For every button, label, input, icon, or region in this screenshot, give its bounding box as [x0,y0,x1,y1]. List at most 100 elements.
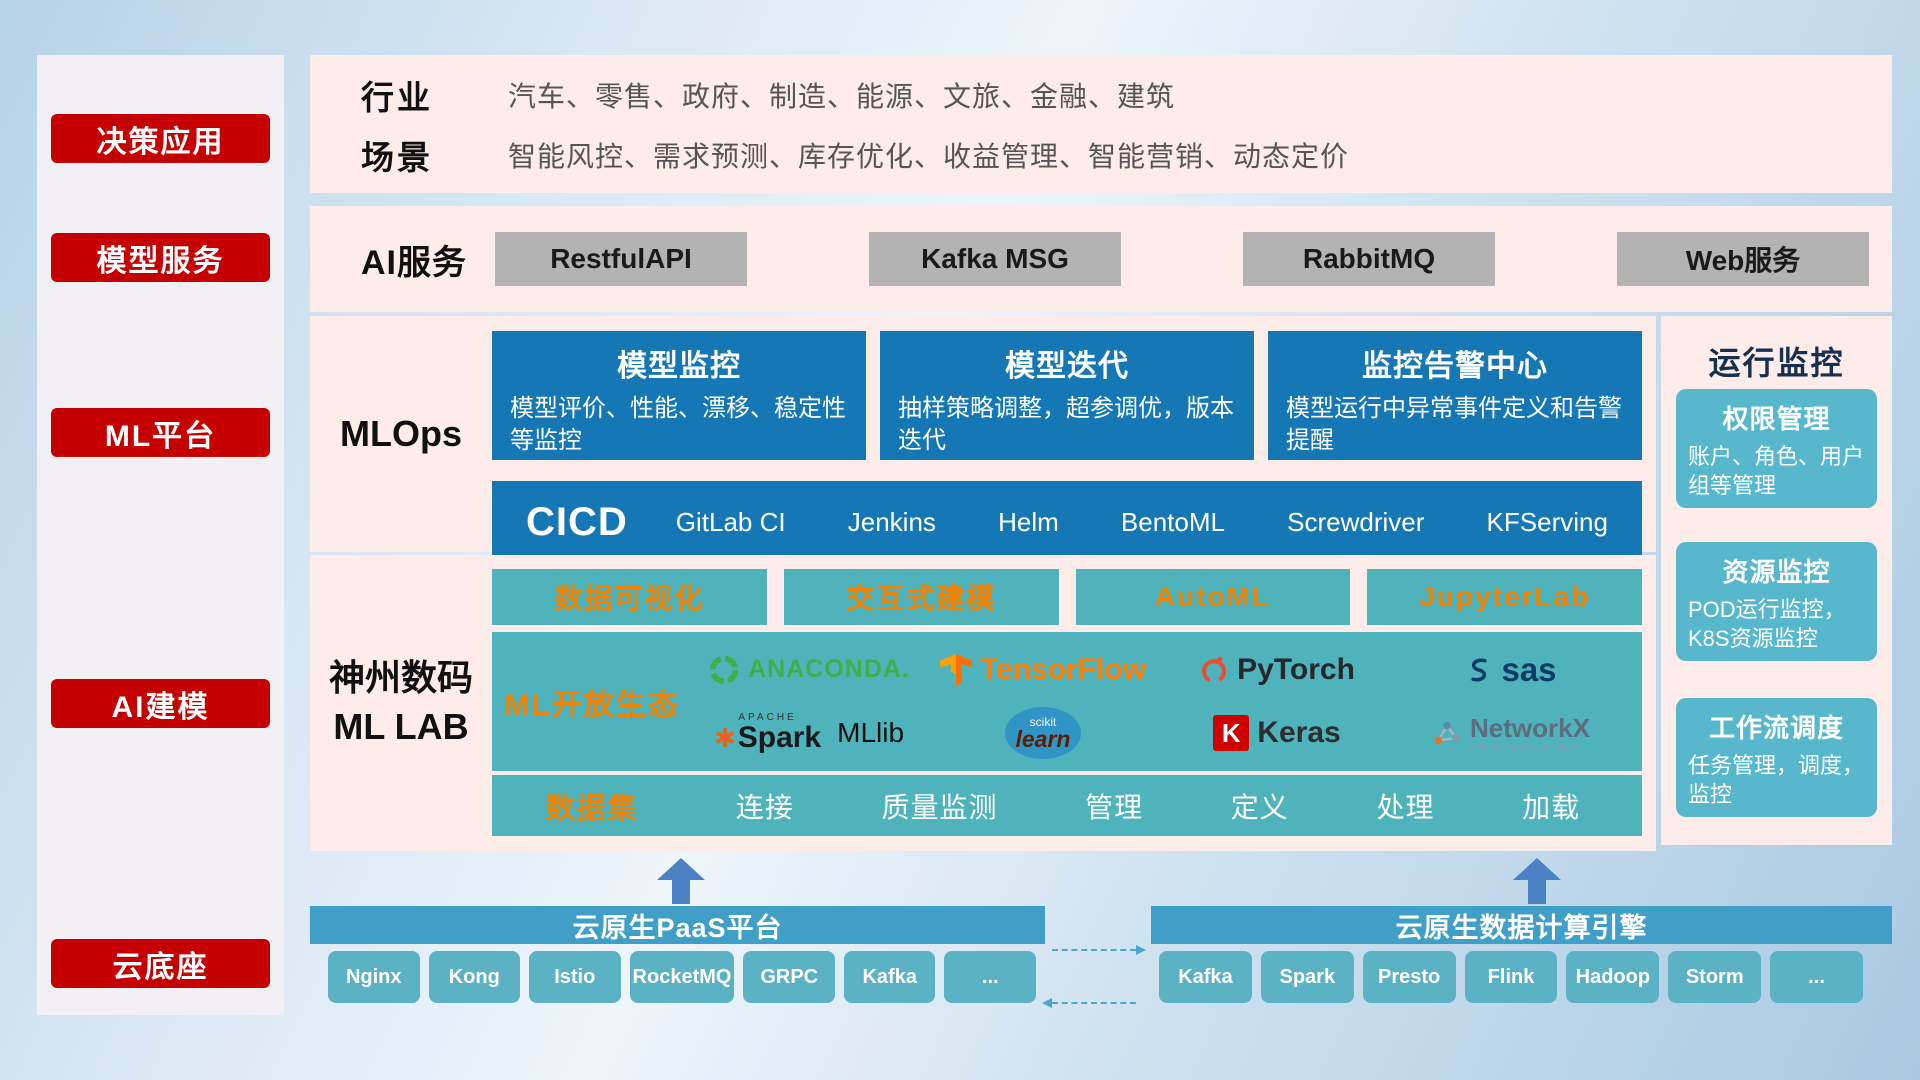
dataset-item-manage: 管理 [1085,791,1144,823]
ai-service-panel: AI服务 RestfulAPI Kafka MSG RabbitMQ Web服务 [310,206,1892,312]
paas-header: 云原生PaaS平台 [310,906,1045,944]
keras-wordmark: Keras [1257,716,1341,750]
monitoring-title: 运行监控 [1708,345,1845,381]
ml-ecosystem-label: ML开放生态 [504,688,680,722]
card-desc: 任务管理，调度，监控 [1688,753,1865,807]
interactive-modeling-button[interactable]: 交互式建模 [783,569,1059,625]
card-desc: POD运行监控，K8S资源监控 [1688,597,1846,651]
kafka-chip[interactable]: Kafka [1159,951,1252,1003]
cicd-item-kfserving: KFServing [1486,506,1608,537]
sas-wordmark: sas [1501,650,1557,688]
spark-star-icon: ✱ [713,723,736,754]
data-visualization-button[interactable]: 数据可视化 [492,569,767,625]
up-arrow-paas [657,858,705,904]
scikit-label: scikit [1029,714,1057,729]
flink-chip[interactable]: Flink [1464,951,1558,1003]
hadoop-chip[interactable]: Hadoop [1566,951,1660,1003]
sidebar-item-cloud-base[interactable]: 云底座 [51,939,270,988]
paas-title: 云原生PaaS平台 [572,912,783,943]
permission-management-card: 权限管理 账户、角色、用户组等管理 [1676,389,1877,508]
ecosystem-logo-grid: ANACONDA. TensorFlow [692,632,1642,771]
rabbitmq-button[interactable]: RabbitMQ [1243,232,1495,286]
industry-scenario-panel: 行业 汽车、零售、政府、制造、能源、文旅、金融、建筑 场景 智能风控、需求预测、… [310,55,1892,193]
sidebar-item-ai-modeling[interactable]: AI建模 [51,679,270,728]
sas-logo: sas [1394,651,1628,689]
dashed-arrow-left-icon [1042,998,1136,1008]
more-chip[interactable]: ... [1770,951,1864,1003]
learn-label: learn [1015,725,1071,752]
keras-logo: K Keras [1160,715,1394,752]
mlops-cards: 模型监控 模型评价、性能、漂移、稳定性等监控 模型迭代 抽样策略调整，超参调优，… [492,331,1642,460]
sidebar-item-model-service[interactable]: 模型服务 [51,233,270,282]
storm-chip[interactable]: Storm [1668,951,1762,1003]
restfulapi-button[interactable]: RestfulAPI [495,232,747,286]
istio-chip[interactable]: Istio [529,951,621,1003]
paas-chip-row: Nginx Kong Istio RocketMQ GRPC Kafka ... [328,951,1036,1003]
mllab-label-line2: ML LAB [333,706,469,747]
tensorflow-icon [939,653,972,686]
scenario-row: 场景 智能风控、需求预测、库存优化、收益管理、智能营销、动态定价 [361,129,1872,181]
dataset-label: 数据集 [545,792,639,825]
more-chip[interactable]: ... [944,951,1036,1003]
industry-values: 汽车、零售、政府、制造、能源、文旅、金融、建筑 [508,81,1176,112]
mllib-wordmark: MLlib [837,717,905,749]
apache-label: APACHE [738,712,797,724]
jupyterlab-button[interactable]: JupyterLab [1367,569,1642,625]
mllab-label-line1: 神州数码 [328,657,473,699]
rocketmq-chip[interactable]: RocketMQ [629,951,735,1003]
engine-chip-row: Kafka Spark Presto Flink Hadoop Storm ..… [1159,951,1864,1003]
mlops-panel: MLOps 模型监控 模型评价、性能、漂移、稳定性等监控 模型迭代 抽样策略调整… [310,316,1656,563]
cicd-bar: CICD GitLab CI Jenkins Helm BentoML Scre… [492,481,1642,563]
sas-swirl-icon [1471,658,1488,682]
dataset-item-process: 处理 [1376,791,1435,823]
workflow-scheduling-card: 工作流调度 任务管理，调度，监控 [1676,698,1877,817]
industry-label: 行业 [361,79,433,116]
anaconda-wordmark: ANACONDA. [748,655,910,684]
scikit-learn-icon: scikit learn [1005,707,1081,760]
dashed-arrow-right-icon [1052,945,1146,955]
industry-row: 行业 汽车、零售、政府、制造、能源、文旅、金融、建筑 [361,69,1872,121]
presto-chip[interactable]: Presto [1362,951,1456,1003]
mlops-label: MLOps [340,412,462,454]
spark-wordmark: APACHE ✱ Spark [714,713,821,753]
mllab-label: 神州数码 ML LAB [310,555,492,851]
resource-monitoring-card: 资源监控 POD运行监控，K8S资源监控 [1676,542,1877,661]
scikit-learn-logo: scikit learn [926,707,1160,760]
pytorch-wordmark: PyTorch [1237,652,1355,686]
model-iteration-card: 模型迭代 抽样策略调整，超参调优，版本迭代 [880,331,1254,460]
card-desc: 抽样策略调整，超参调优，版本迭代 [898,395,1234,455]
dataset-item-load: 加载 [1522,791,1581,823]
keras-icon: K [1213,715,1250,752]
up-arrow-engine [1513,858,1561,904]
model-monitoring-card: 模型监控 模型评价、性能、漂移、稳定性等监控 [492,331,866,460]
kong-chip[interactable]: Kong [428,951,521,1003]
card-title: 工作流调度 [1708,713,1844,743]
kafka-chip[interactable]: Kafka [843,951,936,1003]
pytorch-icon [1202,656,1227,683]
dataset-strip: 数据集 连接 质量监测 管理 定义 处理 加载 [492,775,1642,836]
sidebar: 决策应用 模型服务 ML平台 AI建模 云底座 [37,55,284,1015]
kafka-msg-button[interactable]: Kafka MSG [869,232,1121,286]
card-title: 权限管理 [1722,404,1831,434]
mllab-tools-row: 数据可视化 交互式建模 AutoML JupyterLab [492,569,1642,625]
ai-service-buttons: RestfulAPI Kafka MSG RabbitMQ Web服务 [495,232,1869,286]
cicd-item-gitlab-ci: GitLab CI [675,506,786,537]
sidebar-item-decision-apps[interactable]: 决策应用 [51,114,270,163]
networkx-icon [1434,721,1460,745]
web-service-button[interactable]: Web服务 [1617,232,1869,286]
nginx-chip[interactable]: Nginx [328,951,420,1003]
mllab-content: 数据可视化 交互式建模 AutoML JupyterLab ML开放生态 ANA… [492,555,1656,851]
card-desc: 模型评价、性能、漂移、稳定性等监控 [510,395,846,455]
spark-text: Spark [737,721,822,755]
card-desc: 模型运行中异常事件定义和告警提醒 [1286,395,1622,455]
spark-chip[interactable]: Spark [1260,951,1354,1003]
card-desc: 账户、角色、用户组等管理 [1688,444,1865,498]
dataset-item-connect: 连接 [735,791,794,823]
automl-button[interactable]: AutoML [1075,569,1351,625]
dataset-item-quality: 质量监测 [881,791,998,823]
cicd-title: CICD [526,499,628,544]
sidebar-item-ml-platform[interactable]: ML平台 [51,408,270,457]
grpc-chip[interactable]: GRPC [743,951,835,1003]
networkx-tagline: Network Analysis in Python [1470,741,1579,752]
